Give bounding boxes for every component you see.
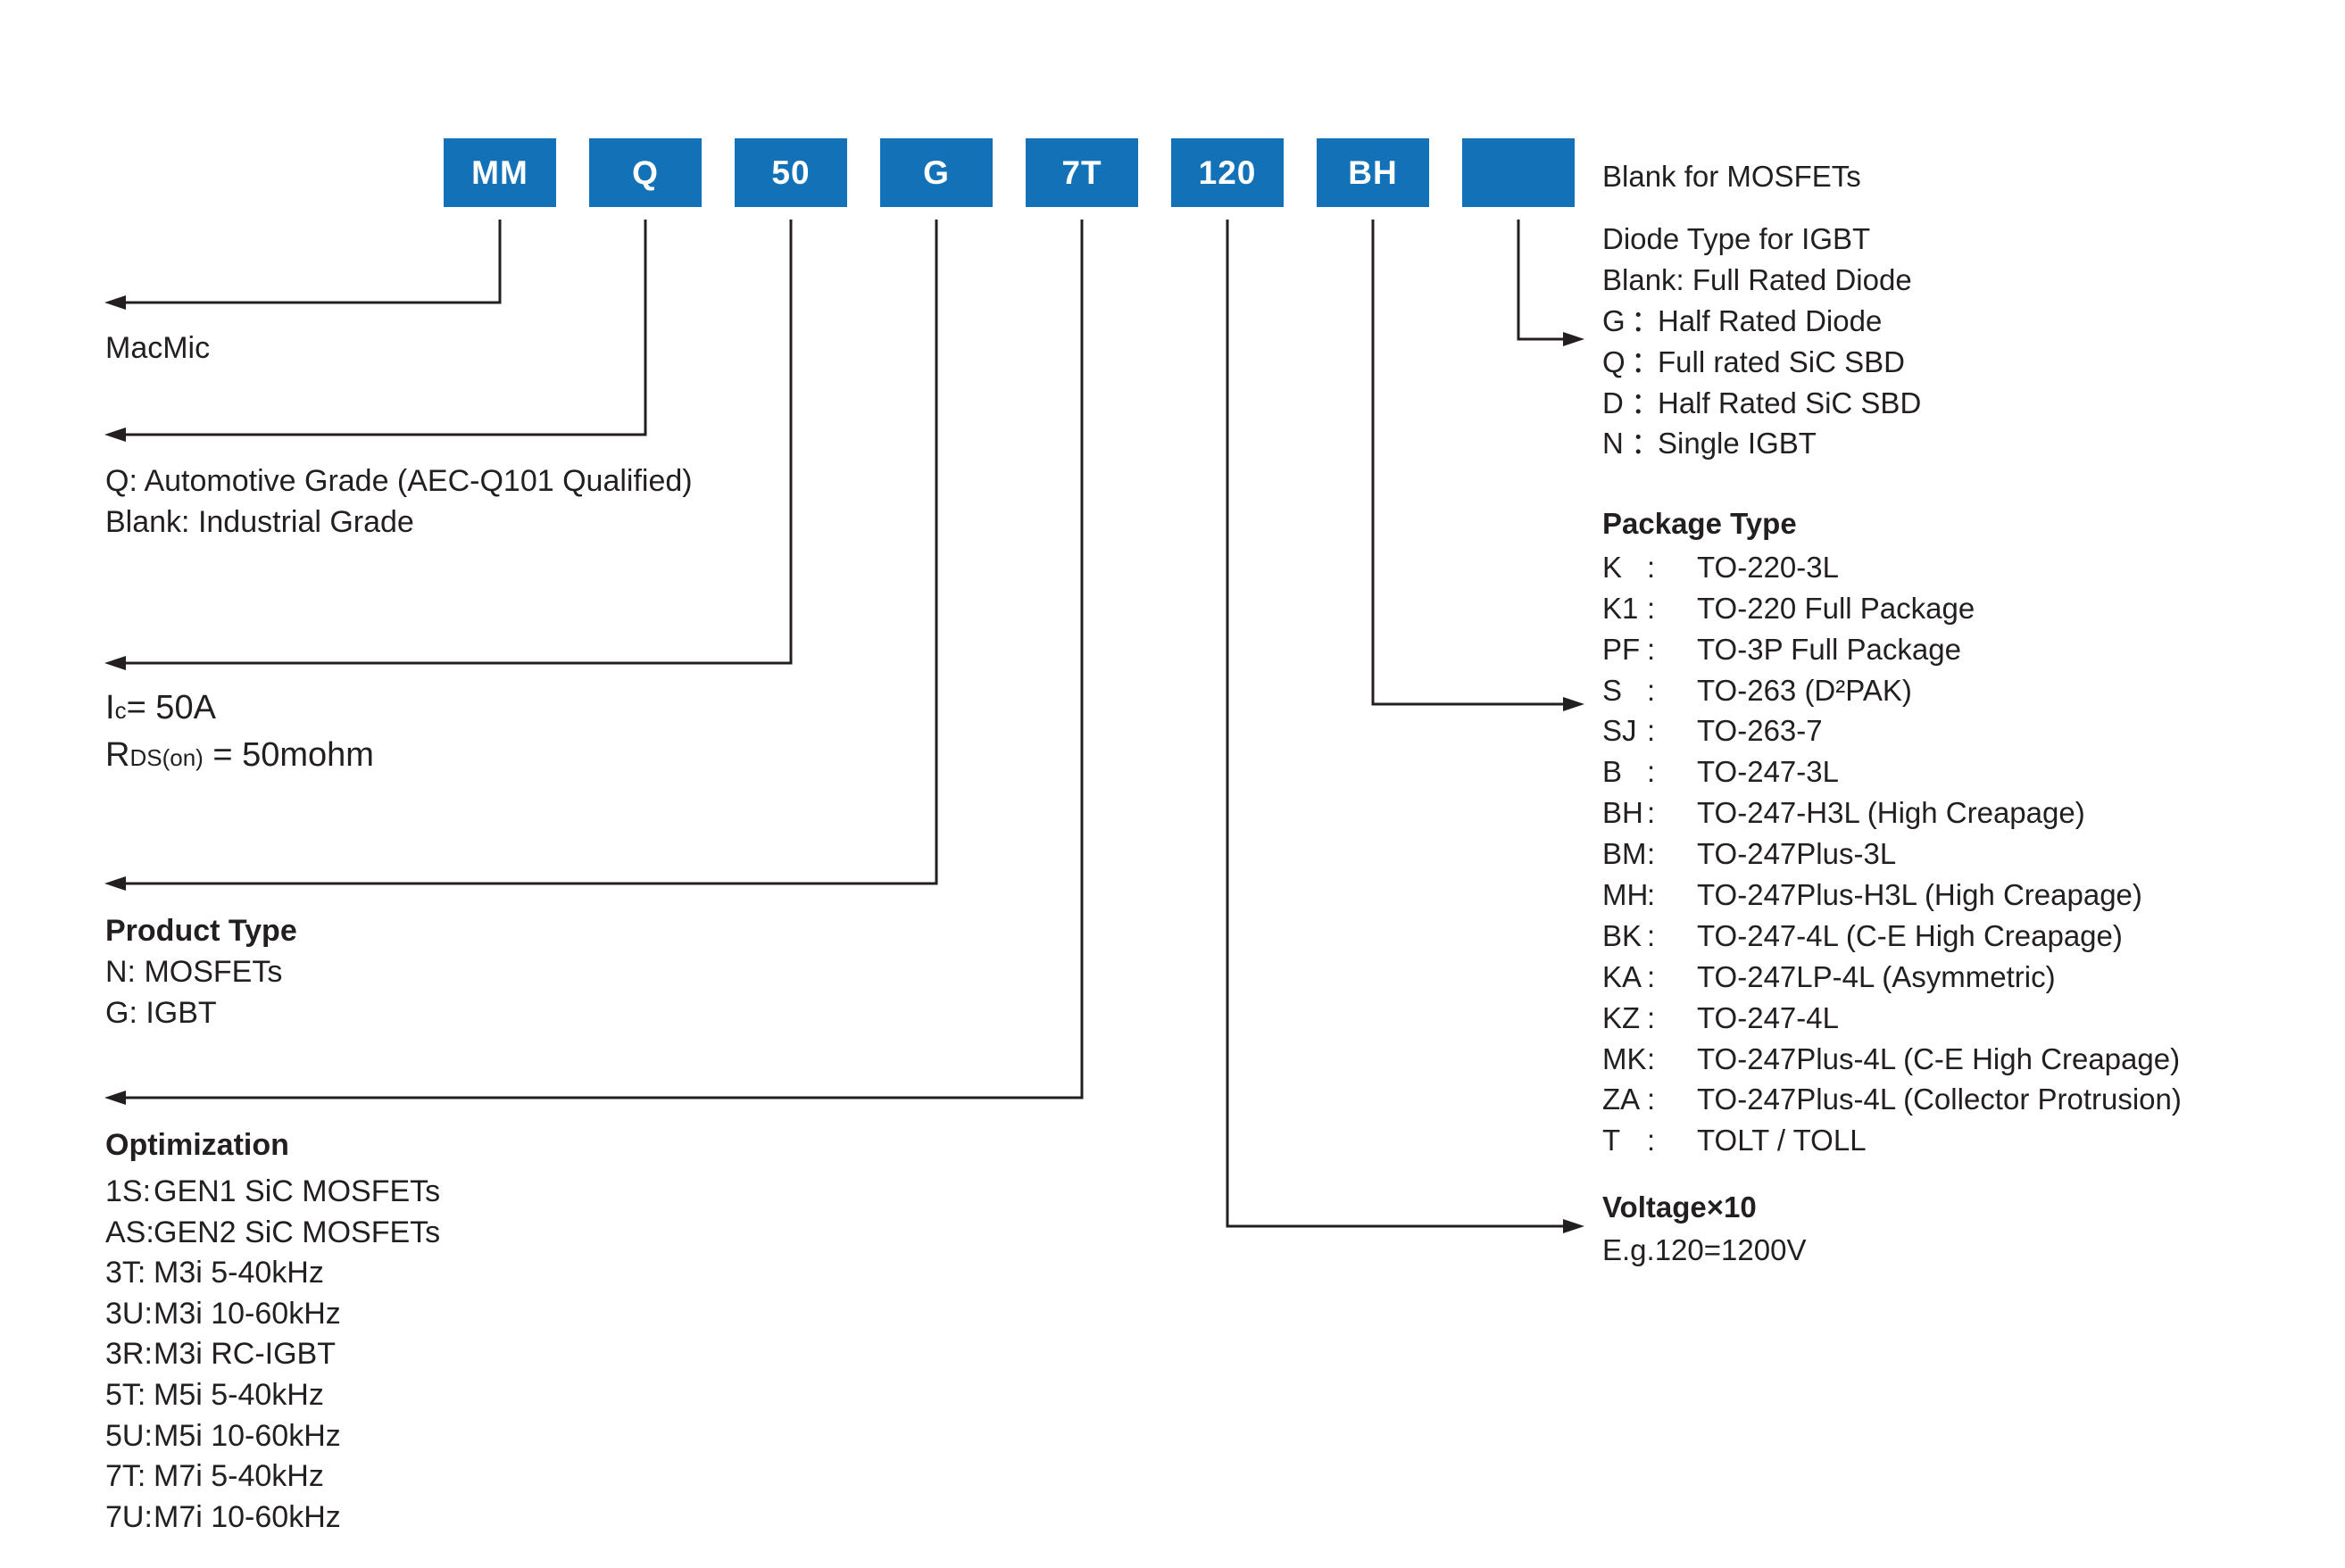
package-item: K1:TO-220 Full Package — [1602, 591, 1975, 625]
part-code-box-voltage: 120 — [1171, 138, 1284, 207]
part-code-box-optimization: 7T — [1026, 138, 1138, 207]
part-code-box-grade: Q — [589, 138, 702, 207]
diode-item: N：Single IGBT — [1602, 427, 1817, 460]
optimization-item: 7T:M7i 5-40kHz — [105, 1459, 324, 1494]
optimization-item: 5U:M5i 10-60kHz — [105, 1418, 341, 1453]
package-item: BK:TO-247-4L (C-E High Creapage) — [1602, 918, 2123, 952]
package-item: S:TO-263 (D²PAK) — [1602, 673, 1912, 707]
part-code-box-diode-blank — [1462, 138, 1575, 207]
grade-line-automotive: Q: Automotive Grade (AEC-Q101 Qualified) — [105, 464, 693, 498]
grade-line-industrial: Blank: Industrial Grade — [105, 505, 414, 539]
package-item: T:TOLT / TOLL — [1602, 1124, 1867, 1157]
part-code-box-package: BH — [1317, 138, 1429, 207]
connector-diode — [1517, 220, 1566, 341]
package-type-title: Package Type — [1602, 507, 1797, 540]
arrowhead-optimization — [104, 1091, 126, 1105]
package-item: MK:TO-247Plus-4L (C-E High Creapage) — [1602, 1041, 2181, 1075]
diode-type-note: Diode Type for IGBT Blank: Full Rated Di… — [1602, 219, 1921, 464]
product-type-title: Product Type — [105, 914, 297, 948]
arrowhead-mm — [104, 295, 126, 310]
package-item: SJ:TO-263-7 — [1602, 714, 1823, 748]
package-item: MH:TO-247Plus-H3L (High Creapage) — [1602, 878, 2142, 912]
diode-item: Q：Full rated SiC SBD — [1602, 344, 1905, 378]
connector-package — [1371, 220, 1566, 706]
diode-type-title: Diode Type for IGBT — [1602, 222, 1871, 255]
package-type-note: Package Type K:TO-220-3L K1:TO-220 Full … — [1602, 503, 2182, 1161]
grade-note: Q: Automotive Grade (AEC-Q101 Qualified)… — [105, 460, 693, 543]
connector-current — [123, 220, 793, 665]
part-code-box-mm: MM — [444, 138, 556, 207]
rating-note: Ic= 50A RDS(on) = 50mohm — [105, 685, 374, 780]
arrowhead-diode — [1563, 332, 1584, 346]
collector-current-formula: Ic= 50A — [105, 689, 216, 726]
diode-item: G：Half Rated Diode — [1602, 303, 1883, 337]
rds-on-formula: RDS(on) = 50mohm — [105, 736, 374, 774]
package-item: ZA:TO-247Plus-4L (Collector Protrusion) — [1602, 1083, 2182, 1116]
arrowhead-package — [1563, 697, 1584, 711]
package-item: B:TO-247-3L — [1602, 755, 1839, 789]
arrowhead-voltage — [1563, 1219, 1584, 1233]
optimization-item: 3R:M3i RC-IGBT — [105, 1337, 336, 1372]
connector-voltage — [1226, 220, 1566, 1228]
optimization-item: 7U:M7i 10-60kHz — [105, 1499, 341, 1534]
mosfet-blank-note: Blank for MOSFETs — [1602, 160, 1861, 193]
part-code-box-product: G — [880, 138, 993, 207]
optimization-item: 1S:GEN1 SiC MOSFETs — [105, 1174, 441, 1208]
product-type-mosfets: N: MOSFETs — [105, 955, 283, 989]
arrowhead-product — [104, 876, 126, 891]
connector-optimization — [123, 220, 1084, 1099]
package-item: KZ:TO-247-4L — [1602, 1000, 1839, 1034]
brand-label: MacMic — [105, 331, 211, 365]
diode-item: D：Half Rated SiC SBD — [1602, 386, 1922, 419]
optimization-note: Optimization 1S:GEN1 SiC MOSFETs AS:GEN2… — [105, 1124, 440, 1537]
optimization-title: Optimization — [105, 1128, 289, 1162]
optimization-item: AS:GEN2 SiC MOSFETs — [105, 1215, 441, 1249]
voltage-title: Voltage×10 — [1602, 1191, 1757, 1224]
voltage-example: E.g.120=1200V — [1602, 1232, 1807, 1266]
package-item: KA:TO-247LP-4L (Asymmetric) — [1602, 959, 2056, 993]
voltage-note: Voltage×10 E.g.120=1200V — [1602, 1187, 1806, 1271]
arrowhead-current — [104, 656, 126, 670]
package-item: BH:TO-247-H3L (High Creapage) — [1602, 796, 2085, 830]
connector-mm — [123, 220, 502, 304]
optimization-item: 3U:M3i 10-60kHz — [105, 1296, 341, 1331]
optimization-item: 3T:M3i 5-40kHz — [105, 1256, 324, 1290]
connector-product — [123, 220, 938, 885]
diode-blank-line: Blank: Full Rated Diode — [1602, 262, 1912, 296]
optimization-item: 5T:M5i 5-40kHz — [105, 1377, 324, 1412]
package-item: BM:TO-247Plus-3L — [1602, 837, 1897, 871]
package-item: PF:TO-3P Full Package — [1602, 632, 1961, 666]
arrowhead-grade — [104, 427, 126, 442]
connector-grade — [123, 220, 647, 436]
product-type-igbt: G: IGBT — [105, 996, 217, 1030]
package-item: K:TO-220-3L — [1602, 550, 1839, 584]
part-code-box-current: 50 — [735, 138, 847, 207]
product-type-note: Product Type N: MOSFETs G: IGBT — [105, 910, 297, 1033]
